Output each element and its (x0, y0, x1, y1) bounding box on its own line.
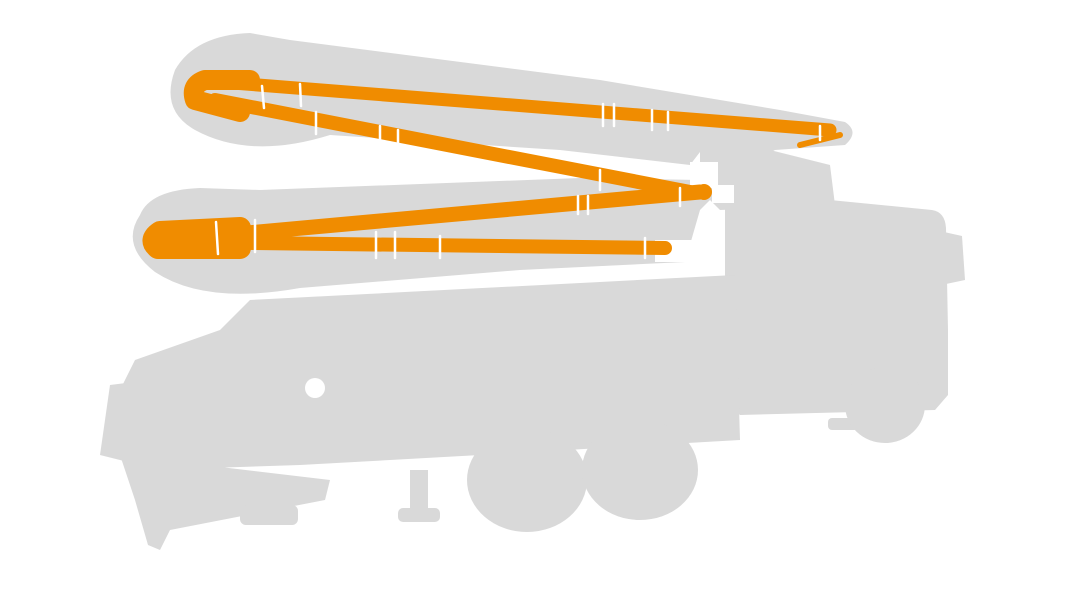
outrigger-leg-center (410, 470, 428, 512)
outrigger-foot-left (240, 505, 298, 525)
silhouette-detail-gaps (305, 162, 734, 398)
truck-chassis (110, 275, 740, 470)
rear-wheel-2 (582, 420, 698, 520)
mast-slot (712, 185, 734, 203)
rear-wheel-1 (467, 428, 587, 532)
truck-cab (725, 200, 948, 415)
cab-mirror (944, 232, 965, 284)
chassis-hole (305, 378, 325, 398)
boom-arm-lower (163, 235, 672, 255)
joint (260, 84, 266, 110)
front-wheel (845, 367, 925, 443)
rear-hopper (100, 380, 175, 470)
outrigger-foot-center (398, 508, 440, 522)
boom-pivot (696, 184, 712, 200)
boom-knuckle-top (183, 70, 260, 122)
boom-knuckle-lower (142, 217, 251, 259)
boom-arm-middle (162, 184, 708, 248)
boom-arm-upper-diagonal (208, 93, 697, 199)
boom-arm-top (213, 75, 837, 137)
joint (214, 220, 220, 256)
rear-outrigger (120, 455, 330, 550)
joint (298, 82, 303, 108)
mast-window (690, 162, 718, 188)
boom-joint-gaps (214, 82, 822, 260)
